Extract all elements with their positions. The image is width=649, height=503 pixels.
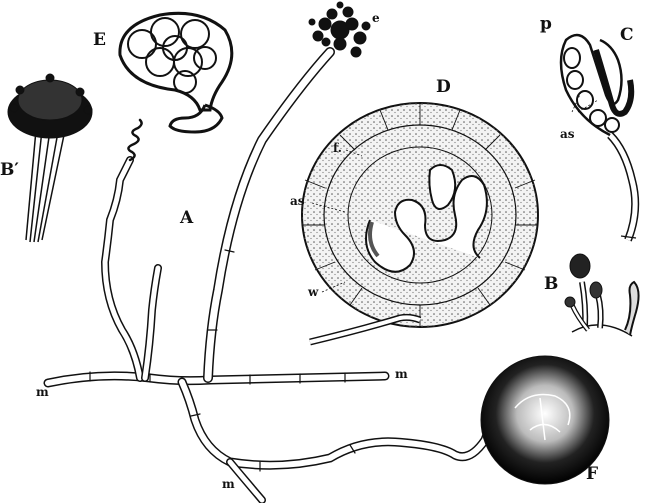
young-branches-B [565,254,639,336]
label-p: p [540,16,552,33]
conidiophore-B-prime [8,74,92,242]
label-e: e [372,12,380,24]
label-B: B [544,276,558,293]
label-m-right: m [395,368,408,380]
label-as-C: as [560,128,575,140]
label-F: F [586,466,598,483]
label-m-bottom: m [222,478,235,490]
label-w: w [308,286,318,298]
label-D: D [436,79,451,96]
label-A: A [180,210,193,227]
label-f: f. [333,142,342,154]
label-B-prime: B′ [0,162,19,179]
label-C: C [620,27,634,44]
conidial-head-e [309,2,370,57]
ascocarp-section-D [302,103,538,342]
label-m-left: m [36,386,49,398]
label-E: E [93,32,106,49]
ascus-E [120,13,232,132]
label-as-D: as [290,195,305,207]
